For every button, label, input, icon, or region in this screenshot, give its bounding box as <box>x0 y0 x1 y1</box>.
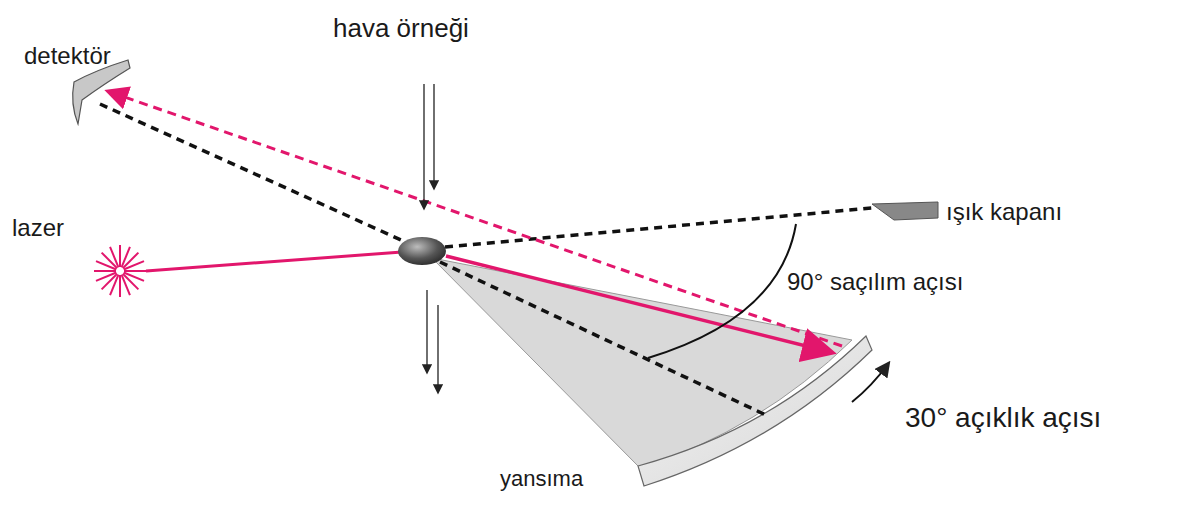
air-flow-arrows <box>424 84 438 392</box>
detector <box>73 60 130 124</box>
light-trap <box>872 202 938 220</box>
reflected-beam <box>110 92 842 346</box>
optical-axis <box>100 104 872 416</box>
laser-label: lazer <box>12 214 64 242</box>
laser-ray <box>110 247 118 267</box>
laser-ray <box>119 275 121 297</box>
particle <box>398 237 446 265</box>
angle-arc <box>648 224 796 358</box>
laser-ray <box>122 275 130 295</box>
angle-label: 90° saçılım açısı <box>787 268 963 296</box>
aperture-label: 30° açıklık açısı <box>905 402 1101 434</box>
laser-ray <box>94 270 116 272</box>
trap-label: ışık kapanı <box>946 198 1062 226</box>
detector-label: detektör <box>24 42 111 70</box>
mirror <box>638 336 872 486</box>
laser-ray <box>124 261 144 269</box>
laser-source <box>94 245 146 297</box>
aperture-arc <box>852 364 888 402</box>
laser-ray <box>124 270 146 272</box>
sample-label: hava örneği <box>333 14 469 44</box>
laser-ray <box>96 273 116 281</box>
mirror-label: yansıma <box>500 466 583 491</box>
scattered-beam <box>446 256 830 352</box>
laser-beam <box>146 252 402 271</box>
laser-ray <box>119 245 121 267</box>
